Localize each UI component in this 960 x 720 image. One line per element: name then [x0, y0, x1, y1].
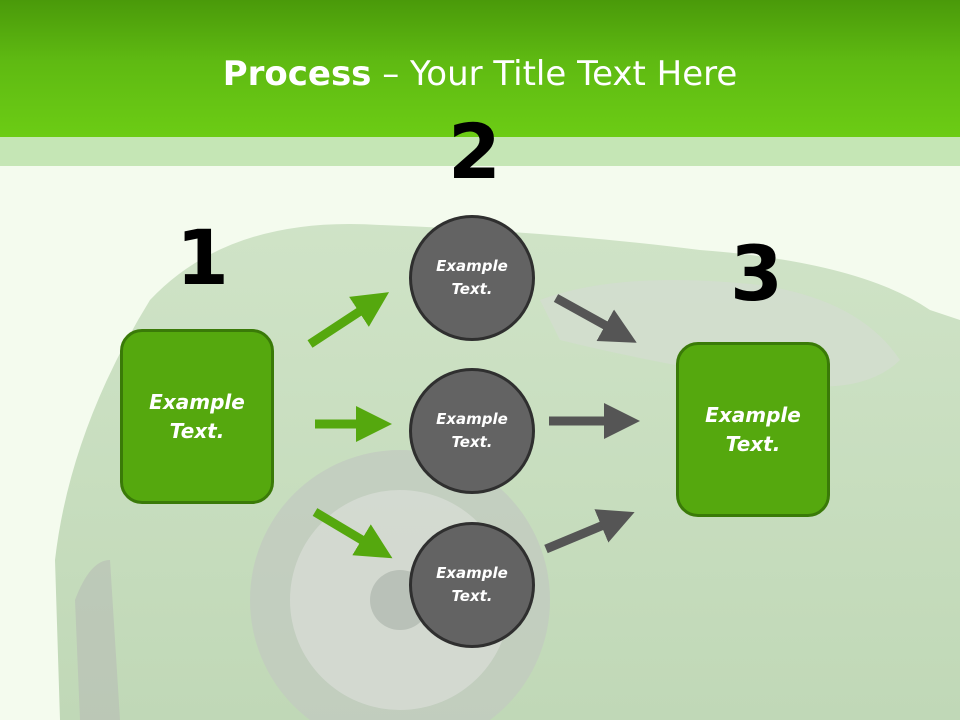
slide-title-rest: – Your Title Text Here	[371, 54, 738, 94]
step-3-text: Example Text.	[705, 402, 801, 456]
circle-bottom: Example Text.	[409, 522, 535, 648]
circle-top: Example Text.	[409, 215, 535, 341]
step-1-box: Example Text.	[120, 329, 274, 504]
step-3-box: Example Text.	[676, 342, 830, 517]
circle-top-text: Example Text.	[436, 257, 508, 298]
title-bar-band	[0, 137, 960, 166]
title-bar	[0, 0, 960, 137]
step-number-1: 1	[176, 213, 229, 302]
circle-bottom-text: Example Text.	[436, 564, 508, 605]
step-number-2: 2	[448, 107, 501, 196]
step-number-3: 3	[730, 229, 783, 318]
slide-title-strong: Process	[222, 54, 372, 94]
circle-middle: Example Text.	[409, 368, 535, 494]
slide-title: Process – Your Title Text Here	[0, 52, 960, 96]
circle-middle-text: Example Text.	[436, 410, 508, 451]
step-1-text: Example Text.	[149, 389, 245, 443]
